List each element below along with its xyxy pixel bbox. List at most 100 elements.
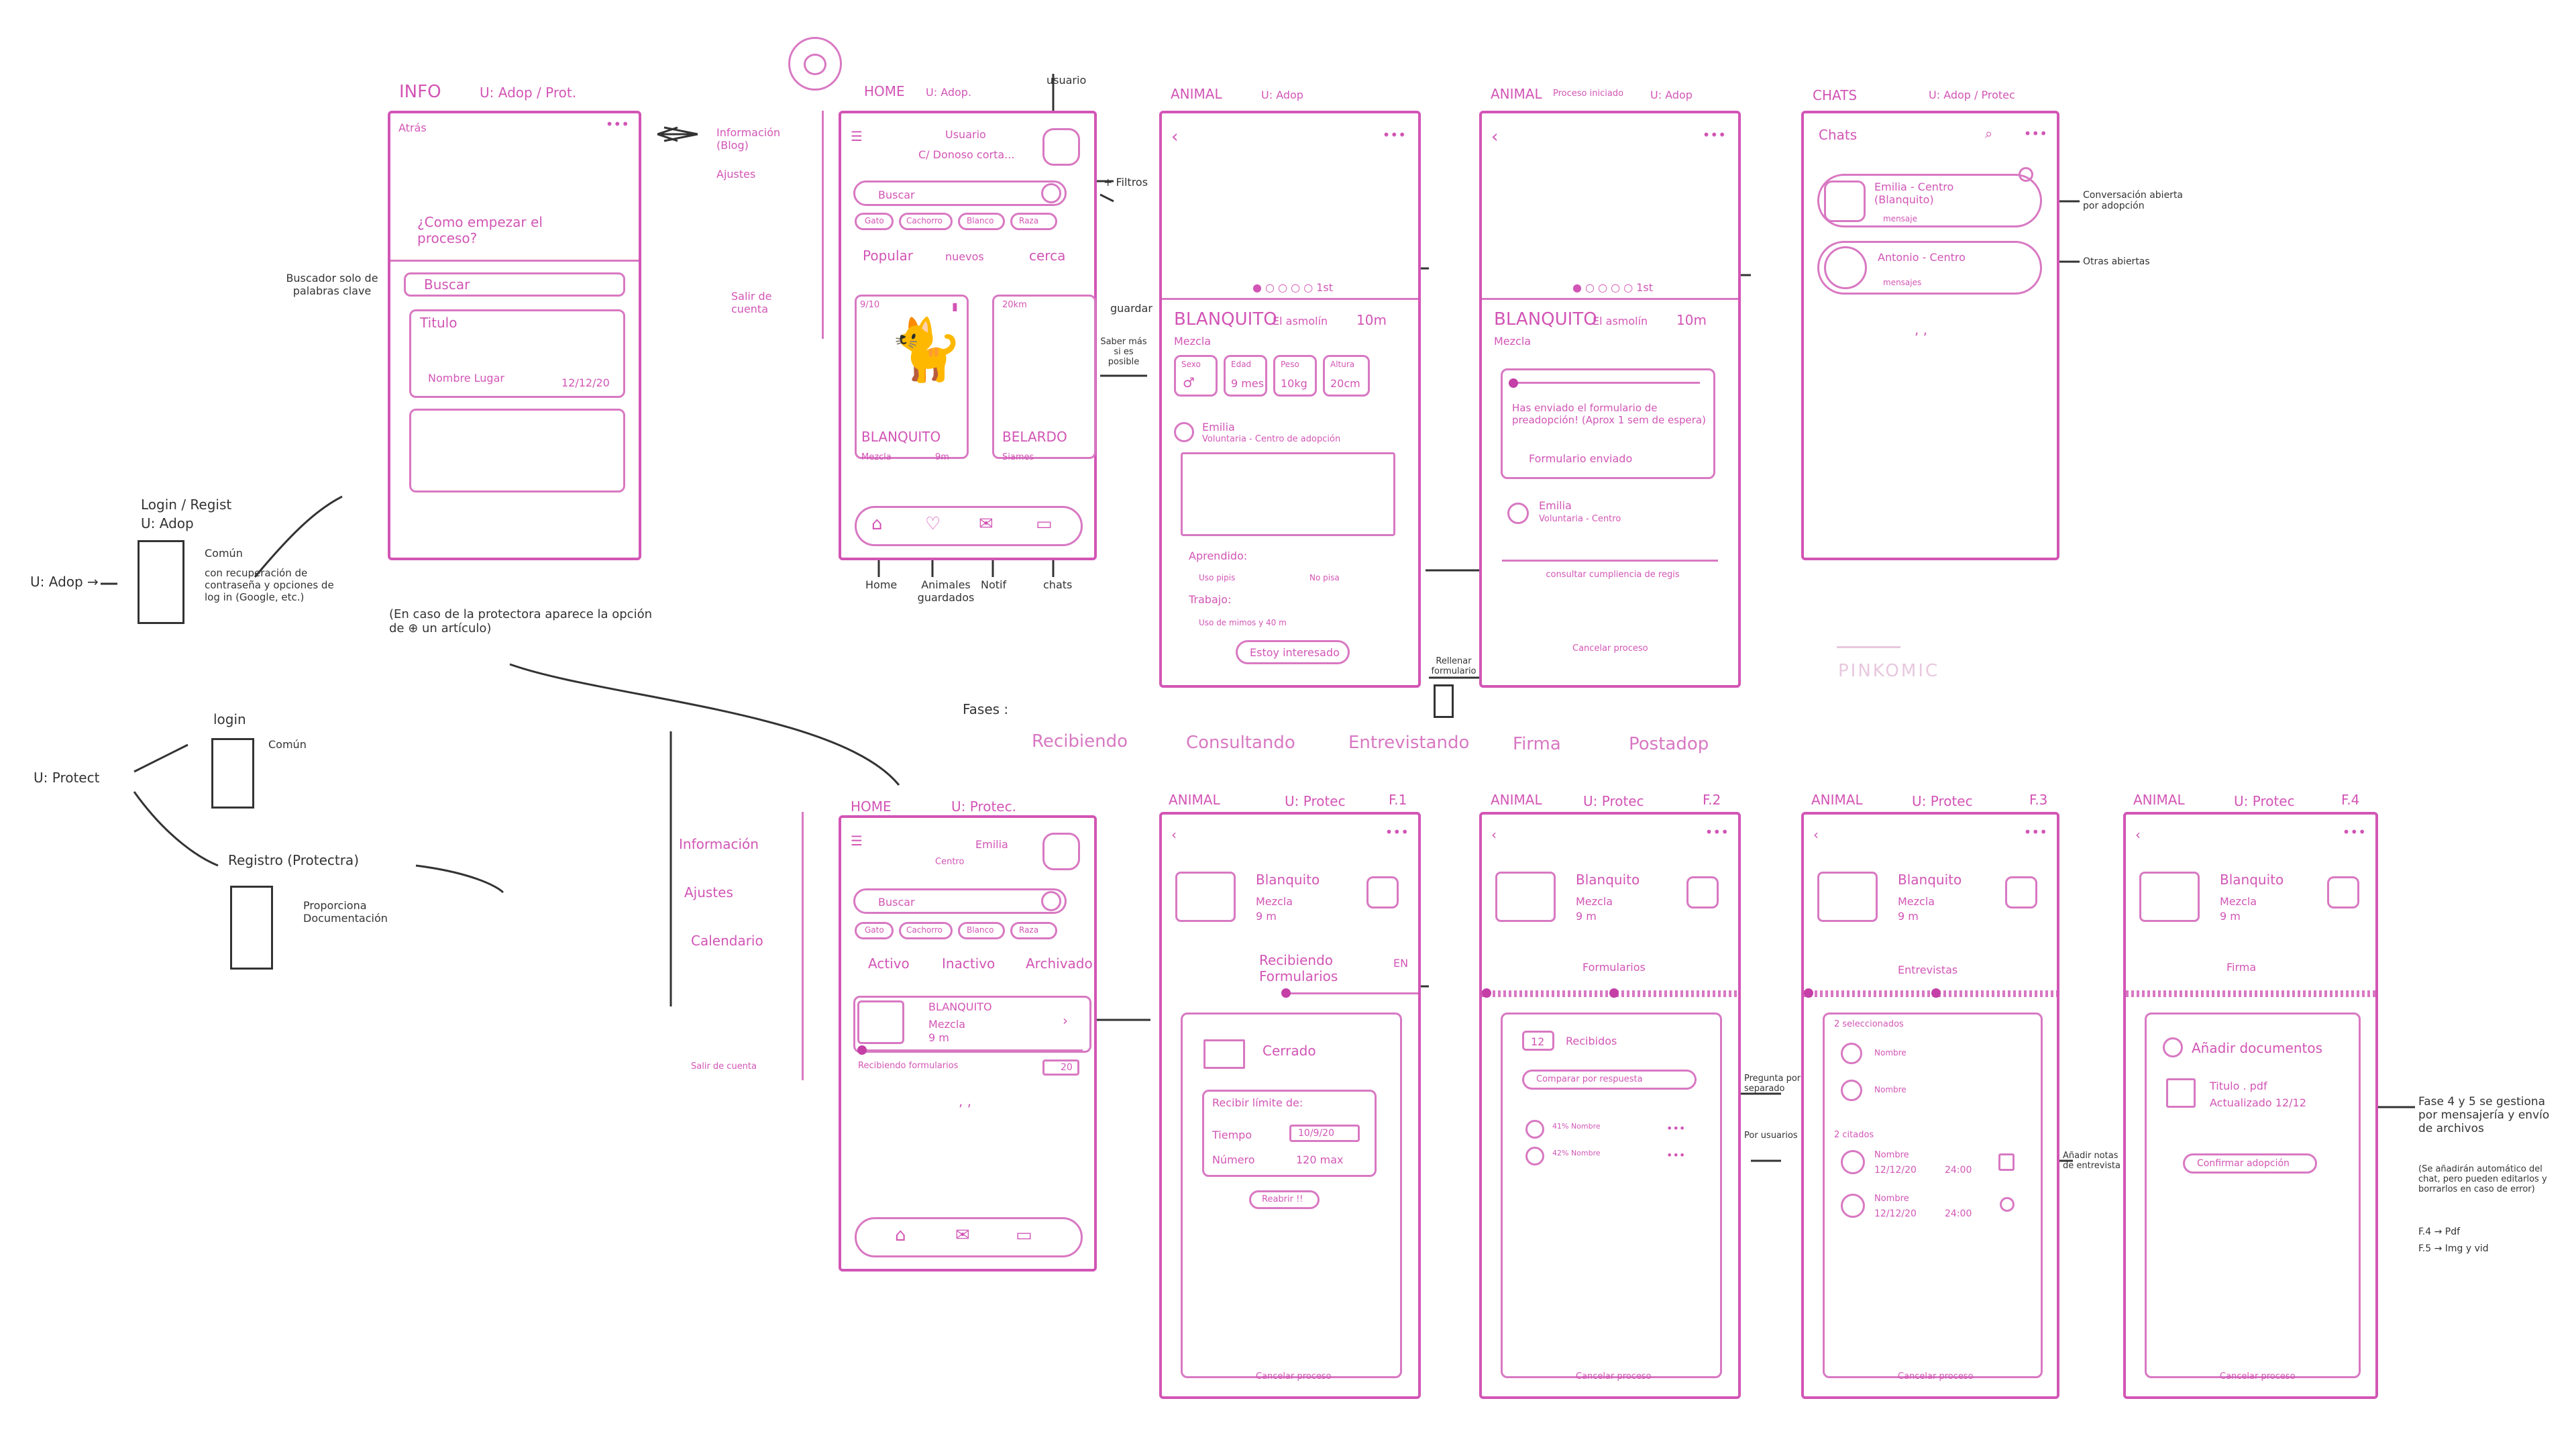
- menu-icon[interactable]: ☰: [851, 833, 863, 849]
- cancel-process[interactable]: Cancelar proceso: [2220, 1371, 2296, 1382]
- saved-icon[interactable]: ♡: [925, 514, 941, 534]
- menu-item-settings[interactable]: Ajustes: [716, 168, 756, 180]
- owner-avatar[interactable]: [1174, 422, 1194, 442]
- sel-avatar-1: [1841, 1080, 1862, 1101]
- filter-icon[interactable]: [1041, 183, 1061, 203]
- edit-icon[interactable]: [2327, 876, 2359, 909]
- more-icon[interactable]: •••: [2342, 824, 2366, 840]
- owner-avatar[interactable]: [1507, 503, 1529, 524]
- filter-chip-1[interactable]: Cachorro: [899, 213, 953, 230]
- menu-item-info[interactable]: Información (Blog): [716, 126, 781, 152]
- menu-item-logout[interactable]: Salir de cuenta: [731, 290, 772, 315]
- filter-chip-0[interactable]: Gato: [855, 922, 894, 939]
- phase-dot: [857, 1045, 867, 1055]
- applicant-1[interactable]: 42% Nombre: [1552, 1149, 1601, 1157]
- process-card[interactable]: [853, 996, 1091, 1053]
- mail-icon[interactable]: ✉: [955, 1225, 970, 1245]
- interested-button[interactable]: Estoy interesado: [1236, 640, 1350, 664]
- more-icon[interactable]: •••: [2023, 824, 2047, 840]
- filter-chip-2[interactable]: Blanco: [958, 922, 1005, 939]
- add-documents[interactable]: Añadir documentos: [2192, 1040, 2323, 1056]
- cancel-process[interactable]: Cancelar proceso: [1572, 643, 1648, 654]
- chat-item-1[interactable]: [1817, 241, 2042, 295]
- bookmark-icon[interactable]: ▮: [952, 300, 958, 313]
- filter-chip-1[interactable]: Cachorro: [899, 922, 953, 939]
- chat-icon[interactable]: ▭: [1036, 514, 1053, 534]
- edit-icon[interactable]: [2005, 876, 2037, 909]
- filter-chip-2[interactable]: Blanco: [958, 213, 1005, 230]
- more-icon[interactable]: •••: [2023, 125, 2047, 142]
- chat-icon[interactable]: ▭: [1016, 1225, 1032, 1245]
- chat-item-0[interactable]: [1817, 174, 2042, 227]
- confirm-adoption-button[interactable]: Confirmar adopción: [2183, 1153, 2317, 1174]
- edit-icon[interactable]: [1366, 876, 1399, 909]
- menu2-item-logout[interactable]: Salir de cuenta: [691, 1061, 757, 1072]
- notes-icon[interactable]: [1998, 1153, 2015, 1171]
- menu2-item-info[interactable]: Información: [679, 836, 759, 852]
- more-icon[interactable]: •••: [1702, 127, 1726, 143]
- article-card-2[interactable]: [409, 409, 625, 492]
- add-icon[interactable]: [2000, 1197, 2015, 1212]
- card-name-belardo: BELARDO: [1002, 429, 1067, 445]
- applicant-1-more[interactable]: •••: [1666, 1149, 1686, 1161]
- time-input[interactable]: 10/9/20: [1289, 1125, 1360, 1142]
- back-icon[interactable]: ‹: [2135, 827, 2141, 843]
- animal-card-blanquito[interactable]: [855, 295, 969, 459]
- tab-popular[interactable]: Popular: [863, 248, 913, 264]
- add-doc-icon[interactable]: [2163, 1037, 2183, 1057]
- more-icon[interactable]: •••: [1385, 824, 1409, 840]
- menu2-item-settings[interactable]: Ajustes: [684, 884, 733, 900]
- doc-title[interactable]: Titulo . pdf: [2210, 1080, 2267, 1092]
- edit-icon[interactable]: [1686, 876, 1719, 909]
- home-icon[interactable]: ⌂: [895, 1225, 906, 1245]
- animal-card-belardo[interactable]: [992, 295, 1096, 459]
- back-icon[interactable]: ‹: [1491, 127, 1499, 147]
- animal1-user: U: Adop: [1261, 89, 1303, 101]
- tab-nuevos[interactable]: nuevos: [945, 250, 984, 263]
- mail-icon[interactable]: ✉: [979, 514, 994, 534]
- info-search-input[interactable]: [404, 272, 625, 297]
- back-icon[interactable]: ‹: [1171, 127, 1179, 147]
- more-icon[interactable]: •••: [605, 116, 629, 132]
- article-card[interactable]: [409, 309, 625, 398]
- login-adop-user: U: Adop: [141, 515, 194, 531]
- filter-chip-3[interactable]: Raza: [1010, 213, 1057, 230]
- compare-button[interactable]: Comparar por respuesta: [1522, 1070, 1697, 1090]
- user-avatar[interactable]: [1042, 128, 1080, 166]
- applicant-0-more[interactable]: •••: [1666, 1122, 1686, 1135]
- sel-name-1[interactable]: Nombre: [1874, 1085, 1907, 1094]
- filter-chip-3[interactable]: Raza: [1010, 922, 1057, 939]
- applicant-0[interactable]: 41% Nombre: [1552, 1122, 1601, 1131]
- tab-cerca[interactable]: cerca: [1029, 248, 1066, 264]
- sel-name-0[interactable]: Nombre: [1874, 1048, 1907, 1057]
- protector-case-note: (En caso de la protectora aparece la opc…: [389, 607, 653, 635]
- num-value[interactable]: 120 max: [1296, 1153, 1344, 1166]
- tab-inactive[interactable]: Inactivo: [942, 955, 996, 972]
- back-icon[interactable]: ‹: [1171, 827, 1177, 843]
- back-icon[interactable]: ‹: [1813, 827, 1819, 843]
- work-0: Uso de mimos y 40 m: [1199, 618, 1287, 627]
- filter-chip-0[interactable]: Gato: [855, 213, 894, 230]
- search-icon[interactable]: ⌕: [1985, 125, 1993, 142]
- menu-icon[interactable]: ☰: [851, 128, 863, 144]
- home2-search-input[interactable]: [853, 888, 1067, 914]
- menu2-item-calendar[interactable]: Calendario: [691, 933, 763, 949]
- cancel-process[interactable]: Cancelar proceso: [1898, 1371, 1974, 1382]
- cancel-process[interactable]: Cancelar proceso: [1256, 1371, 1332, 1382]
- filter-icon[interactable]: [1041, 891, 1061, 911]
- cancel-process[interactable]: Cancelar proceso: [1576, 1371, 1652, 1382]
- tab-archived[interactable]: Archivado: [1026, 955, 1093, 972]
- nav-label-chats: chats: [1043, 578, 1073, 591]
- more-icon[interactable]: •••: [1382, 127, 1406, 143]
- more-icon[interactable]: •••: [1705, 824, 1729, 840]
- back-link[interactable]: Atrás: [398, 121, 427, 134]
- home-icon[interactable]: ⌂: [871, 514, 883, 534]
- cited-name-0[interactable]: Nombre: [1874, 1150, 1909, 1160]
- tab-active[interactable]: Activo: [868, 955, 910, 972]
- user-avatar[interactable]: [1042, 833, 1080, 870]
- consult-link[interactable]: consultar cumpliencia de regis: [1546, 570, 1680, 580]
- back-icon[interactable]: ‹: [1491, 827, 1497, 843]
- reopen-button[interactable]: Reabrir !!: [1249, 1190, 1320, 1209]
- cited-name-1[interactable]: Nombre: [1874, 1194, 1909, 1204]
- home-search-input[interactable]: [853, 180, 1067, 206]
